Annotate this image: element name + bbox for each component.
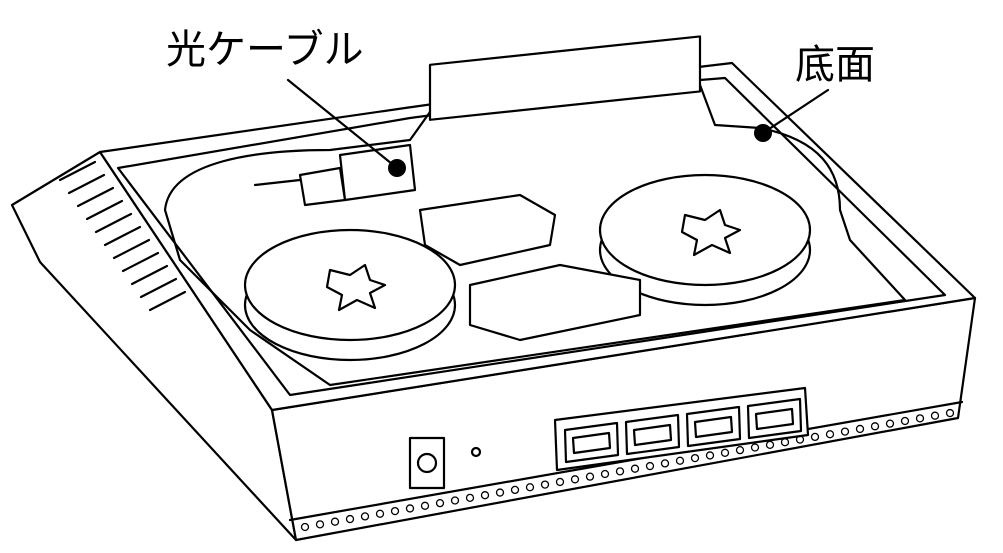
vent-slot <box>58 160 97 182</box>
vent-hole <box>360 512 370 521</box>
fiber-reel-left <box>243 228 457 362</box>
vent-hole <box>345 514 355 524</box>
leader-line-bottom <box>761 88 830 135</box>
vent-slot <box>85 199 124 221</box>
vent-hole <box>945 408 955 418</box>
vent-slot <box>121 251 160 273</box>
vent-hole <box>705 451 715 460</box>
vent-hole <box>420 501 430 510</box>
vent-hole <box>405 504 415 513</box>
vent-slot <box>112 238 151 260</box>
marker-dot-cable <box>388 159 406 177</box>
vent-hole <box>480 491 490 500</box>
vent-slot <box>139 277 178 299</box>
leader-line-cable <box>286 78 399 170</box>
vent-hole <box>495 488 505 497</box>
vent-hole <box>675 456 685 465</box>
cable-tray <box>163 83 907 387</box>
vent-slot <box>148 290 187 312</box>
vent-hole <box>825 430 835 439</box>
vent-hole <box>555 477 565 487</box>
vent-hole <box>465 493 475 503</box>
vent-hole <box>450 496 460 505</box>
vent-hole <box>735 445 745 455</box>
vent-hole <box>375 509 385 518</box>
vent-hole <box>810 432 820 442</box>
vent-hole <box>930 411 940 420</box>
front-vent-holes <box>300 408 955 532</box>
vent-hole <box>840 427 850 436</box>
vent-hole <box>525 483 535 492</box>
vent-hole <box>855 424 865 434</box>
lan-port <box>563 421 620 464</box>
vent-slot <box>67 173 106 195</box>
vent-slot <box>103 225 142 247</box>
vent-hole <box>585 472 595 481</box>
optical-connector <box>253 143 417 207</box>
lan-port <box>685 405 742 448</box>
vent-slot <box>94 212 133 234</box>
vent-hole <box>315 520 325 529</box>
vent-hole <box>660 459 670 468</box>
vent-hole <box>870 422 880 431</box>
vent-hole <box>720 448 730 457</box>
label-recess <box>428 35 702 121</box>
vent-hole <box>750 443 760 452</box>
vent-hole <box>390 506 400 516</box>
vent-hole <box>630 464 640 473</box>
vent-hole <box>570 475 580 484</box>
reset-hole <box>470 446 482 458</box>
lan-port <box>624 413 681 456</box>
vent-hole <box>645 461 655 471</box>
vent-hole <box>600 469 610 479</box>
vent-hole <box>435 498 445 508</box>
vent-slot <box>76 186 115 208</box>
vent-hole <box>885 419 895 428</box>
vent-hole <box>330 517 340 526</box>
fiber-reel-right <box>598 173 812 307</box>
vent-hole <box>300 522 310 532</box>
label-optical-cable: 光ケーブル <box>166 27 364 73</box>
vent-hole <box>900 416 910 426</box>
power-jack <box>408 436 446 490</box>
lan-port <box>746 397 803 440</box>
vent-slot <box>130 264 169 286</box>
vent-hole <box>510 485 520 495</box>
vent-hole <box>915 414 925 423</box>
vent-hole <box>690 453 700 463</box>
vent-hole <box>615 467 625 476</box>
vent-hole <box>540 480 550 489</box>
label-bottom-surface: 底面 <box>795 42 875 88</box>
marker-dot-bottom <box>754 124 772 142</box>
vent-slots <box>58 160 187 312</box>
